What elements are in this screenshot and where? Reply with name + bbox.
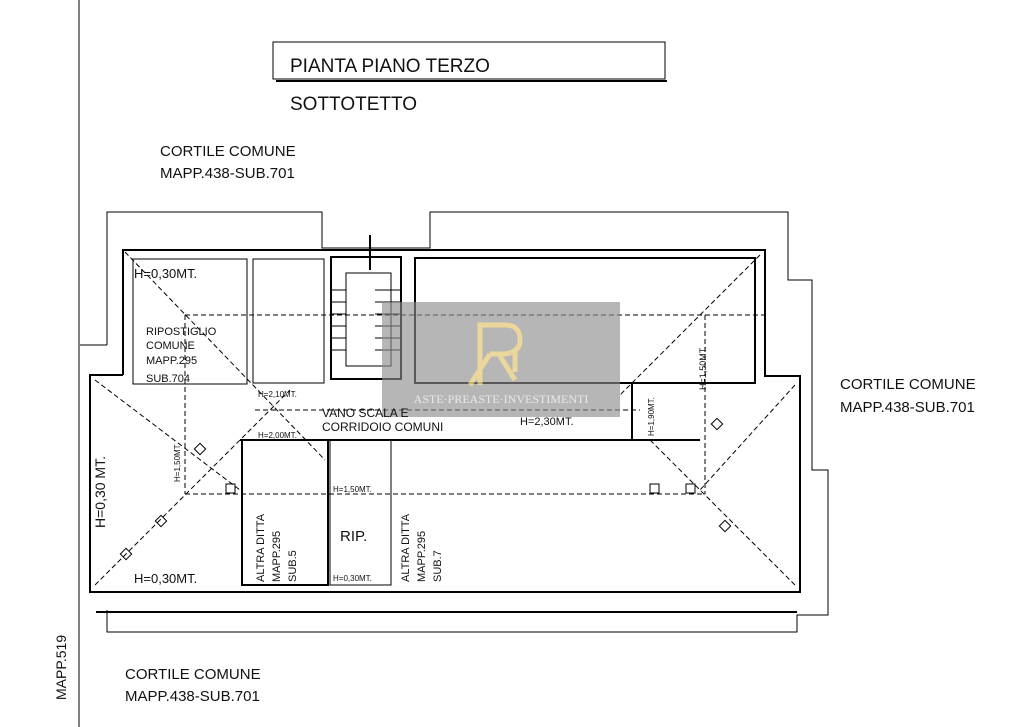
sub5-label-2: MAPP.295 bbox=[271, 531, 283, 582]
roof-hip-lines bbox=[94, 251, 796, 586]
corridor-label-1: VANO SCALA E bbox=[322, 406, 408, 420]
storage-label-1: RIPOSTIGLIO bbox=[146, 326, 217, 338]
sub5-label-1: ALTRA DITTA bbox=[255, 513, 267, 582]
side-room bbox=[252, 258, 325, 384]
plan-subtitle: SOTTOTETTO bbox=[290, 94, 417, 115]
corridor-label-2: CORRIDOIO COMUNI bbox=[322, 420, 443, 434]
height-190: H=1,90MT. bbox=[647, 397, 656, 436]
watermark-text: ASTE·PREASTE·INVESTIMENTI bbox=[414, 392, 589, 406]
height-left: H=0,30 MT. bbox=[92, 456, 108, 528]
courtyard-right-mapp: MAPP.438-SUB.701 bbox=[840, 399, 975, 416]
vent-markers bbox=[119, 417, 732, 561]
height-top-left: H=0,30MT. bbox=[134, 266, 197, 281]
height-rip-150: H=1,50MT. bbox=[333, 485, 372, 494]
plan-title: PIANTA PIANO TERZO bbox=[290, 56, 490, 77]
height-rip-030: H=0,30MT. bbox=[333, 574, 372, 583]
roof-perimeter bbox=[89, 249, 801, 593]
storage-room bbox=[132, 258, 248, 385]
height-210: H=2,10MT. bbox=[258, 390, 297, 399]
courtyard-top-label: CORTILE COMUNE bbox=[160, 143, 296, 160]
sub7-label-1: ALTRA DITTA bbox=[400, 513, 412, 582]
height-230: H=2,30MT. bbox=[520, 416, 574, 428]
height-200: H=2,00MT. bbox=[258, 431, 297, 440]
height-left-150: H=1,50MT. bbox=[173, 443, 182, 482]
rip-label: RIP. bbox=[340, 528, 367, 545]
courtyard-right-label: CORTILE COMUNE bbox=[840, 376, 976, 393]
room-sub5 bbox=[241, 439, 329, 586]
sub5-label-3: SUB.5 bbox=[287, 550, 299, 582]
building-outline bbox=[106, 211, 829, 633]
courtyard-bottom-mapp: MAPP.438-SUB.701 bbox=[125, 688, 260, 705]
stair-steps bbox=[331, 235, 401, 351]
title-box bbox=[272, 41, 666, 80]
storage-label-4: SUB.704 bbox=[146, 373, 190, 385]
height-bottom-left: H=0,30MT. bbox=[134, 571, 197, 586]
courtyard-top-mapp: MAPP.438-SUB.701 bbox=[160, 165, 295, 182]
room-rip bbox=[329, 439, 392, 586]
courtyard-bottom-label: CORTILE COMUNE bbox=[125, 666, 261, 683]
side-mapp-label: MAPP.519 bbox=[53, 635, 69, 700]
watermark: ASTE·PREASTE·INVESTIMENTI bbox=[382, 302, 620, 417]
height-right-150: H=1,50MT. bbox=[698, 346, 708, 390]
storage-label-3: MAPP.295 bbox=[146, 355, 197, 367]
storage-label-2: COMUNE bbox=[146, 340, 195, 352]
sub7-label-2: MAPP.295 bbox=[416, 531, 428, 582]
watermark-logo bbox=[467, 322, 523, 387]
sub7-label-3: SUB.7 bbox=[432, 550, 444, 582]
